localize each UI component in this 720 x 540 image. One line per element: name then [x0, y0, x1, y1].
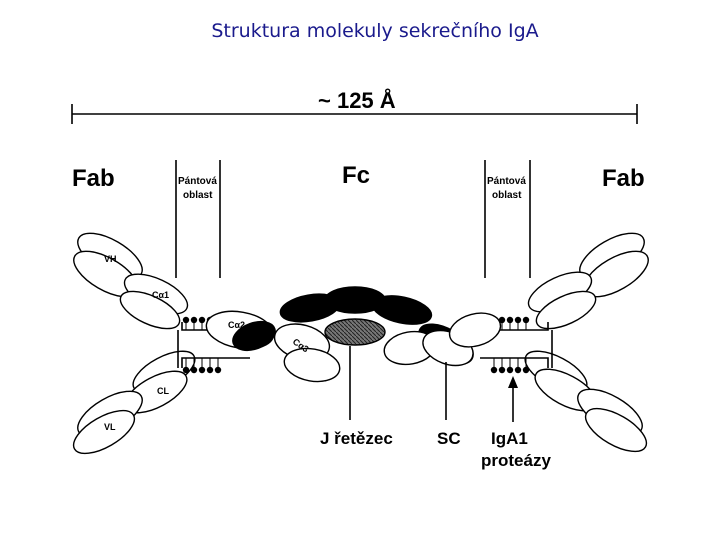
- right-light-chain: [524, 350, 648, 453]
- protease-label-2: proteázy: [481, 451, 551, 470]
- pointer-lines: [349, 346, 518, 422]
- fab-right-label: Fab: [602, 165, 645, 192]
- hinge-right-label-1: Pántová: [487, 176, 526, 187]
- sc-label: SC: [437, 429, 461, 448]
- dimension-bar: [71, 104, 638, 124]
- vl-label: VL: [104, 422, 116, 432]
- fc-domains: [205, 286, 502, 383]
- vh-label: VH: [104, 254, 117, 264]
- fab-left-label: Fab: [72, 165, 115, 192]
- slide-title: Struktura molekuly sekrečního IgA: [211, 20, 539, 42]
- hinge-left-label-1: Pántová: [178, 176, 217, 187]
- left-heavy-chain: [73, 232, 189, 330]
- dimension-label: ~ 125 Å: [318, 87, 396, 113]
- right-heavy-chain: [527, 232, 649, 330]
- hinge-guides: [175, 160, 531, 278]
- disulfide-bonds: [182, 316, 530, 374]
- j-chain-label: J řetězec: [320, 429, 393, 448]
- j-chain-shape: [324, 318, 386, 346]
- hinge-left-label-2: oblast: [183, 190, 213, 201]
- hinge-right-label-2: oblast: [492, 190, 522, 201]
- left-light-chain: [72, 350, 196, 455]
- cl-label: CL: [157, 386, 169, 396]
- protease-label-1: IgA1: [491, 429, 528, 448]
- ch2-label: Cα2: [228, 320, 245, 330]
- ch1-label: Cα1: [152, 290, 169, 300]
- fc-label: Fc: [342, 162, 370, 189]
